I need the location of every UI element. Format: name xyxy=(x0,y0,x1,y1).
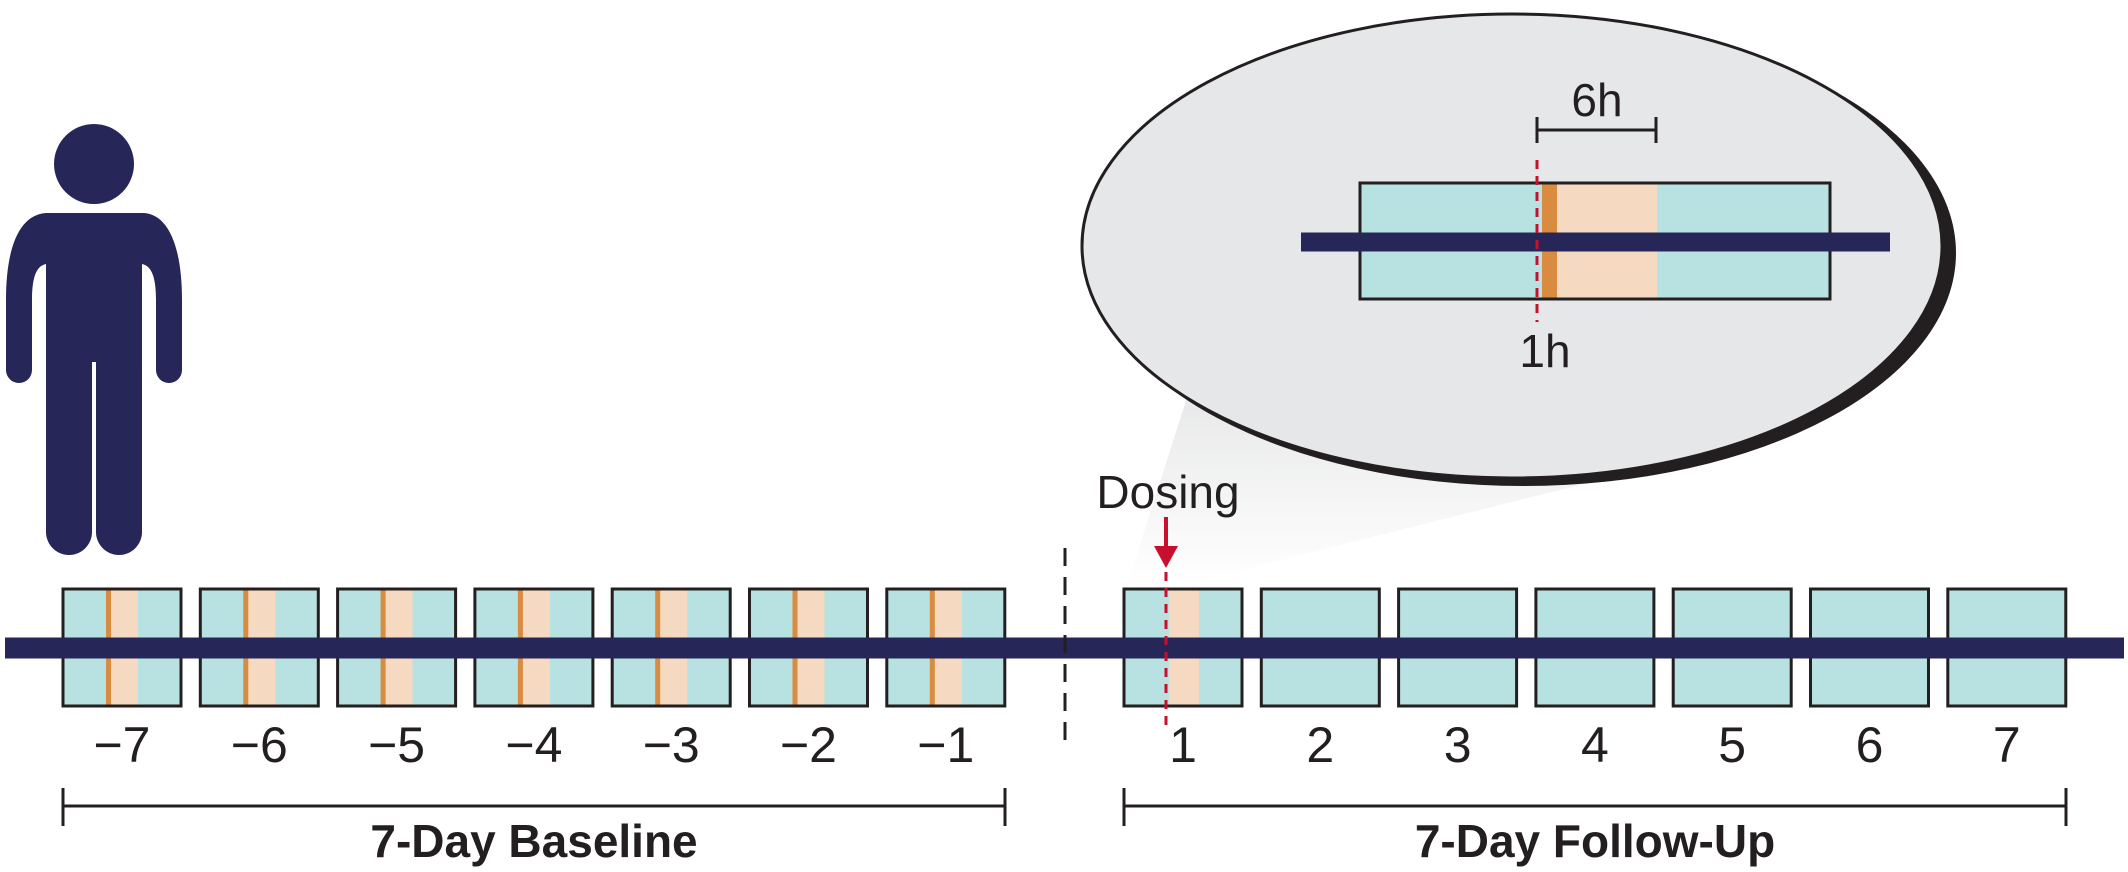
day-label-baseline-3: −5 xyxy=(368,717,425,773)
day-label-followup-5: 5 xyxy=(1718,717,1746,773)
day-label-followup-1: 1 xyxy=(1169,717,1197,773)
day-label-baseline-4: −4 xyxy=(505,717,562,773)
day-label-baseline-2: −6 xyxy=(231,717,288,773)
day-label-baseline-7: −1 xyxy=(917,717,974,773)
day-label-followup-3: 3 xyxy=(1444,717,1472,773)
arrow-down-icon xyxy=(1154,517,1178,568)
day-labels: −7 −6 −5 −4 −3 −2 −1 1 2 3 4 5 6 7 xyxy=(93,717,2020,773)
duration-label: 6h xyxy=(1571,74,1622,126)
baseline-label: 7-Day Baseline xyxy=(370,815,697,867)
dosing-label: Dosing xyxy=(1096,466,1239,518)
offset-label: 1h xyxy=(1519,325,1570,377)
day-label-followup-6: 6 xyxy=(1856,717,1884,773)
duration-bracket xyxy=(1535,117,1658,143)
zoom-day-detail: 6h 1h xyxy=(1301,74,1890,377)
day-label-followup-7: 7 xyxy=(1993,717,2021,773)
day-label-baseline-5: −3 xyxy=(643,717,700,773)
followup-bracket xyxy=(1122,788,2068,826)
day-label-followup-2: 2 xyxy=(1306,717,1334,773)
day-label-baseline-1: −7 xyxy=(93,717,150,773)
baseline-bracket xyxy=(61,788,1007,826)
followup-label: 7-Day Follow-Up xyxy=(1415,815,1775,867)
day-label-followup-4: 4 xyxy=(1581,717,1609,773)
day-label-baseline-6: −2 xyxy=(780,717,837,773)
person-icon xyxy=(6,124,182,555)
